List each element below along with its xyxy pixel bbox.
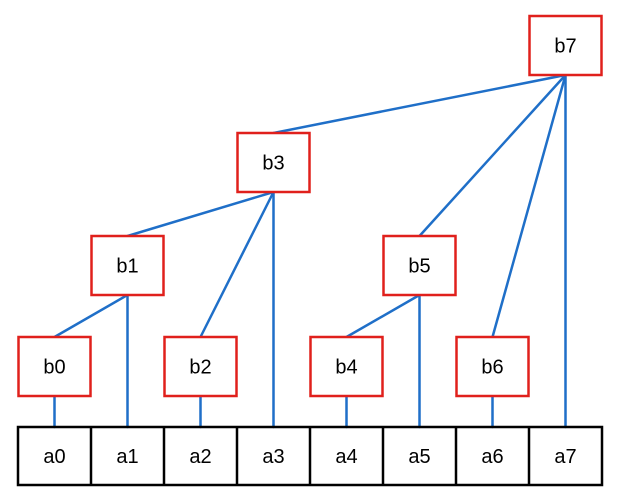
- edge-b7-b6: [491, 73, 567, 339]
- edge-b3-b2: [199, 190, 275, 339]
- edge-b3-b1: [126, 190, 275, 238]
- edge-b7-b3: [272, 73, 567, 135]
- tree-node-b4: b4: [309, 335, 384, 398]
- array-cell-a3: a3: [262, 446, 284, 468]
- edge-b1-b0: [53, 293, 129, 339]
- node-label-b6: b6: [481, 357, 503, 379]
- node-label-b4: b4: [335, 357, 357, 379]
- tree-node-b6: b6: [455, 335, 530, 398]
- array-cell-a7: a7: [554, 446, 576, 468]
- edges-layer: [53, 73, 567, 429]
- node-box-b5: [382, 234, 457, 297]
- node-label-b5: b5: [408, 256, 430, 278]
- edge-b7-b5: [418, 73, 567, 238]
- node-label-b2: b2: [189, 357, 211, 379]
- node-box-b6: [455, 335, 530, 398]
- tree-node-b1: b1: [90, 234, 165, 297]
- node-box-b3: [236, 131, 311, 194]
- array-cell-a4: a4: [335, 446, 357, 468]
- array-cell-a1: a1: [116, 446, 138, 468]
- node-box-b0: [17, 335, 92, 398]
- node-box-b2: [163, 335, 238, 398]
- array-cell-a2: a2: [189, 446, 211, 468]
- array-row: a0 a1 a2 a3 a4 a5 a6 a7: [16, 425, 604, 487]
- tree-node-b3: b3: [236, 131, 311, 194]
- node-label-b0: b0: [43, 357, 65, 379]
- tree-node-b7: b7: [528, 14, 603, 77]
- tree-node-b5: b5: [382, 234, 457, 297]
- tree-node-b2: b2: [163, 335, 238, 398]
- node-label-b1: b1: [116, 256, 138, 278]
- tree-node-b0: b0: [17, 335, 92, 398]
- tree-nodes-layer: b0 b1 b2 b3 b4 b5 b6 b7: [17, 14, 603, 398]
- node-label-b7: b7: [554, 36, 576, 58]
- array-cell-a6: a6: [481, 446, 503, 468]
- node-box-b1: [90, 234, 165, 297]
- node-box-b7: [528, 14, 603, 77]
- array-cell-a5: a5: [408, 446, 430, 468]
- node-label-b3: b3: [262, 153, 284, 175]
- node-box-b4: [309, 335, 384, 398]
- array-cell-a0: a0: [43, 446, 65, 468]
- edge-b5-b4: [345, 293, 421, 339]
